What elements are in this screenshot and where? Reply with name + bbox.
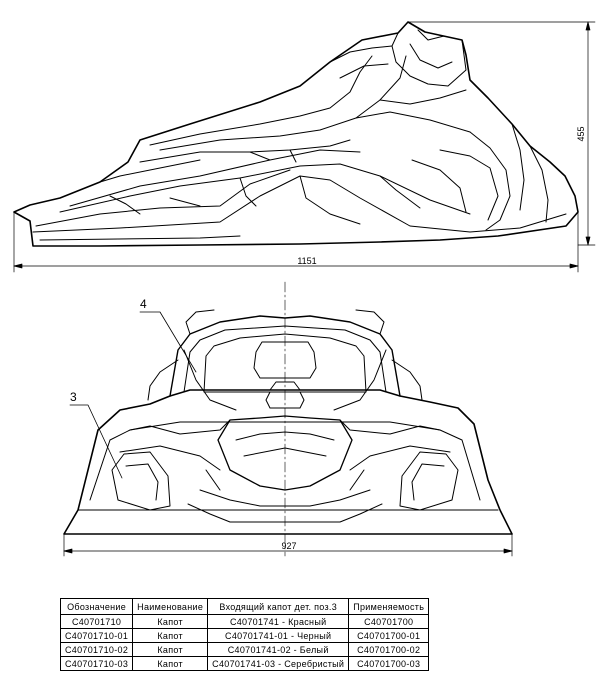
- cell-designation: С40701710-03: [59, 656, 134, 671]
- cell-name: Капот: [132, 628, 209, 643]
- cell-applicability: С40701700-02: [348, 642, 430, 657]
- length-label: 1151: [297, 256, 316, 266]
- cell-applicability: С40701700: [348, 614, 430, 629]
- cell-name: Капот: [132, 614, 209, 629]
- header-included-hood: Входящий капот дет. поз.3: [207, 598, 350, 615]
- cell-applicability: С40701700-01: [348, 628, 430, 643]
- cell-name: Капот: [132, 656, 209, 671]
- front-view-hull: [63, 309, 513, 535]
- header-applicability: Применяемость: [348, 598, 430, 615]
- cell-included-hood: С40701741 - Красный: [207, 614, 350, 629]
- cell-included-hood: С40701741-03 - Серебристый: [207, 656, 350, 671]
- callout-3: 3: [70, 390, 77, 404]
- header-name: Наименование: [132, 598, 209, 615]
- table-row: С40701710-03 Капот С40701741-03 - Серебр…: [59, 656, 430, 671]
- table-row: С40701710 Капот С40701741 - Красный С407…: [59, 614, 430, 629]
- width-dimension: [63, 533, 513, 557]
- length-dimension: [13, 211, 579, 273]
- cell-included-hood: С40701741-02 - Белый: [207, 642, 350, 657]
- cell-designation: С40701710-02: [59, 642, 134, 657]
- cell-applicability: С40701700-03: [348, 656, 430, 671]
- cell-designation: С40701710-01: [59, 628, 134, 643]
- table-header-row: Обозначение Наименование Входящий капот …: [59, 598, 430, 615]
- side-view-hull: [13, 21, 579, 247]
- height-dimension: [407, 21, 596, 246]
- specification-table: Обозначение Наименование Входящий капот …: [59, 598, 430, 671]
- callout-leaders: [69, 311, 197, 479]
- cell-included-hood: С40701741-01 - Черный: [207, 628, 350, 643]
- table-row: С40701710-01 Капот С40701741-01 - Черный…: [59, 628, 430, 643]
- callout-4: 4: [140, 297, 147, 311]
- cell-designation: С40701710: [59, 614, 134, 629]
- table-row: С40701710-02 Капот С40701741-02 - Белый …: [59, 642, 430, 657]
- width-label: 927: [281, 541, 296, 551]
- cell-name: Капот: [132, 642, 209, 657]
- header-designation: Обозначение: [59, 598, 134, 615]
- height-label: 455: [576, 126, 586, 141]
